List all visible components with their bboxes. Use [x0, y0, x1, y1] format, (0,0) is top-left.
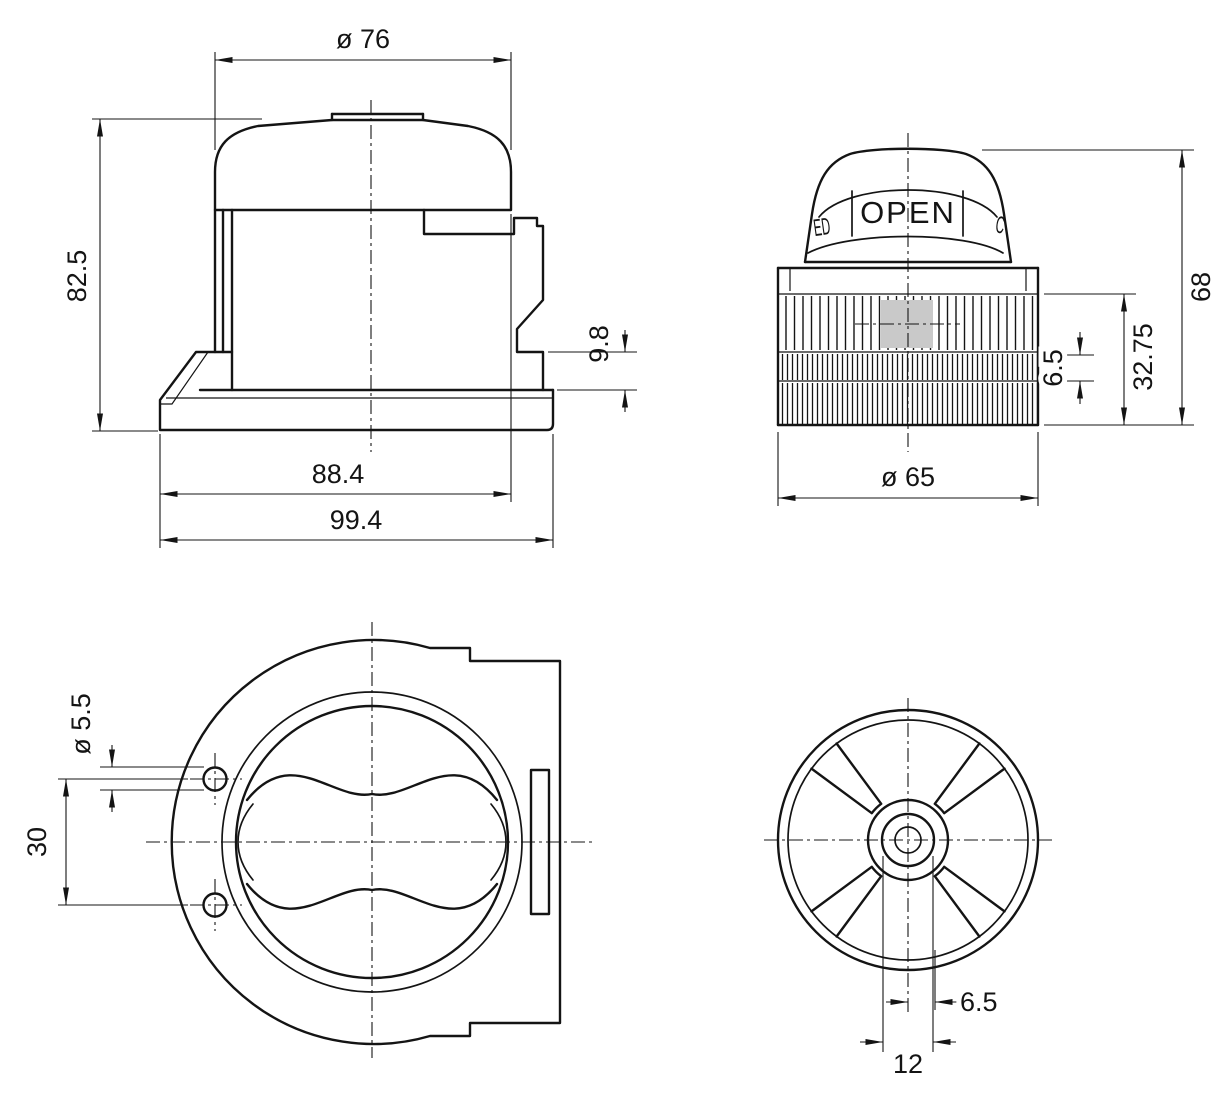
- window-text-open: OPEN: [860, 195, 956, 230]
- dim-front-total-height: 68: [1186, 272, 1216, 302]
- indicator-window: ED OPEN C: [812, 195, 1006, 242]
- top-view-dimensions: ø 5.5 30: [22, 693, 204, 906]
- housing-outline: [422, 208, 545, 392]
- dim-width-overall: 99.4: [330, 505, 383, 535]
- coupling-cam-lower: [245, 882, 499, 910]
- bottom-view-dimensions: 6.5 12: [860, 856, 1003, 1079]
- top-view: ø 5.5 30: [22, 622, 592, 1058]
- dim-front-body-height: 32.75: [1128, 323, 1158, 391]
- dim-width-inner: 88.4: [312, 459, 365, 489]
- dim-front-body-diameter: ø 65: [881, 462, 935, 492]
- front-view-body: [776, 147, 1040, 427]
- bottom-inner-circle: [787, 719, 1029, 961]
- side-view-dimensions: ø 76 82.5 9.8 88.4 99.4: [62, 24, 637, 548]
- side-view-outline: [158, 112, 555, 432]
- dim-center-offset: 6.5: [960, 987, 998, 1017]
- bottom-view: 6.5 12: [764, 698, 1052, 1079]
- base-outline: [158, 350, 555, 432]
- front-view-dimensions: 68 32.75 6.5 ø 65: [777, 149, 1216, 506]
- dim-front-band-height: 6.5: [1038, 349, 1068, 387]
- dim-hole-spacing: 30: [22, 827, 52, 857]
- bottom-view-outline: [776, 708, 1040, 972]
- cap-outline: [213, 118, 513, 212]
- coupling-cam-upper: [245, 774, 499, 802]
- dim-hole-diameter: ø 5.5: [66, 693, 96, 755]
- window-text-right: C: [994, 212, 1006, 240]
- bottom-outer-circle: [776, 708, 1040, 972]
- top-body-outline: [170, 638, 562, 1046]
- side-view: ø 76 82.5 9.8 88.4 99.4: [62, 24, 637, 548]
- dim-cap-diameter: ø 76: [336, 24, 390, 54]
- dim-base-step-height: 9.8: [584, 325, 614, 363]
- side-slot: [529, 768, 551, 916]
- top-view-outline: [170, 638, 562, 1046]
- dome-outline: [803, 147, 1013, 264]
- dim-coupling-width: 12: [893, 1049, 923, 1079]
- dim-total-height: 82.5: [62, 250, 92, 303]
- window-text-left: ED: [812, 214, 832, 243]
- front-view: ED OPEN C 68 32.75 6.5 ø 65: [776, 133, 1216, 506]
